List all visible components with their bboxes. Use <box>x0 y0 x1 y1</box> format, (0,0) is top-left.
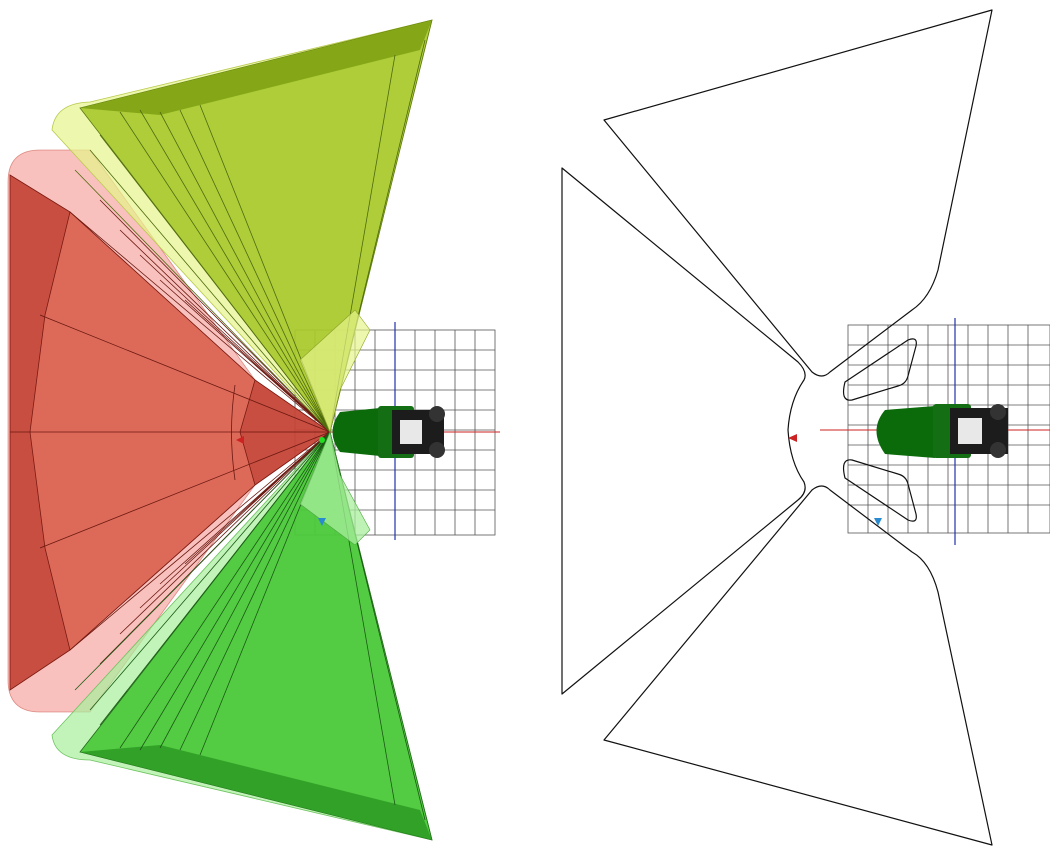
upper-zone-near-patch <box>299 309 371 433</box>
upper-zone-rim <box>80 20 432 115</box>
vehicle-right <box>876 404 1008 458</box>
lower-zone-rays <box>74 431 426 821</box>
lower-zone-outline <box>603 485 993 846</box>
x-axis-arrow <box>236 436 244 444</box>
rear-wheel-bottom <box>429 442 445 458</box>
vehicle-left <box>319 406 445 458</box>
rear-wheel-bottom-right <box>990 442 1006 458</box>
vehicle-marker <box>319 437 325 443</box>
y-axis-arrow-right <box>874 518 882 526</box>
upper-near-outline <box>842 338 917 401</box>
rear-zone-outline <box>561 167 806 695</box>
outline-coverage-view <box>561 9 1050 846</box>
cab-window-right <box>958 418 982 444</box>
rear-wheel-top <box>429 406 445 422</box>
y-axis-arrow <box>318 518 326 526</box>
shaded-coverage-view <box>7 19 500 841</box>
vehicle-hood-right <box>876 406 935 458</box>
cab-window <box>400 420 422 444</box>
upper-zone-rays <box>74 39 426 433</box>
rear-wheel-top-right <box>990 404 1006 420</box>
lower-near-outline <box>842 459 917 522</box>
coverage-outlines <box>561 9 993 846</box>
lower-zone-rim <box>80 745 432 840</box>
lower-zone-near-patch <box>299 431 371 546</box>
x-axis-arrow-right <box>788 434 797 442</box>
upper-zone-outline <box>603 9 993 377</box>
vehicle-hood <box>332 408 380 456</box>
